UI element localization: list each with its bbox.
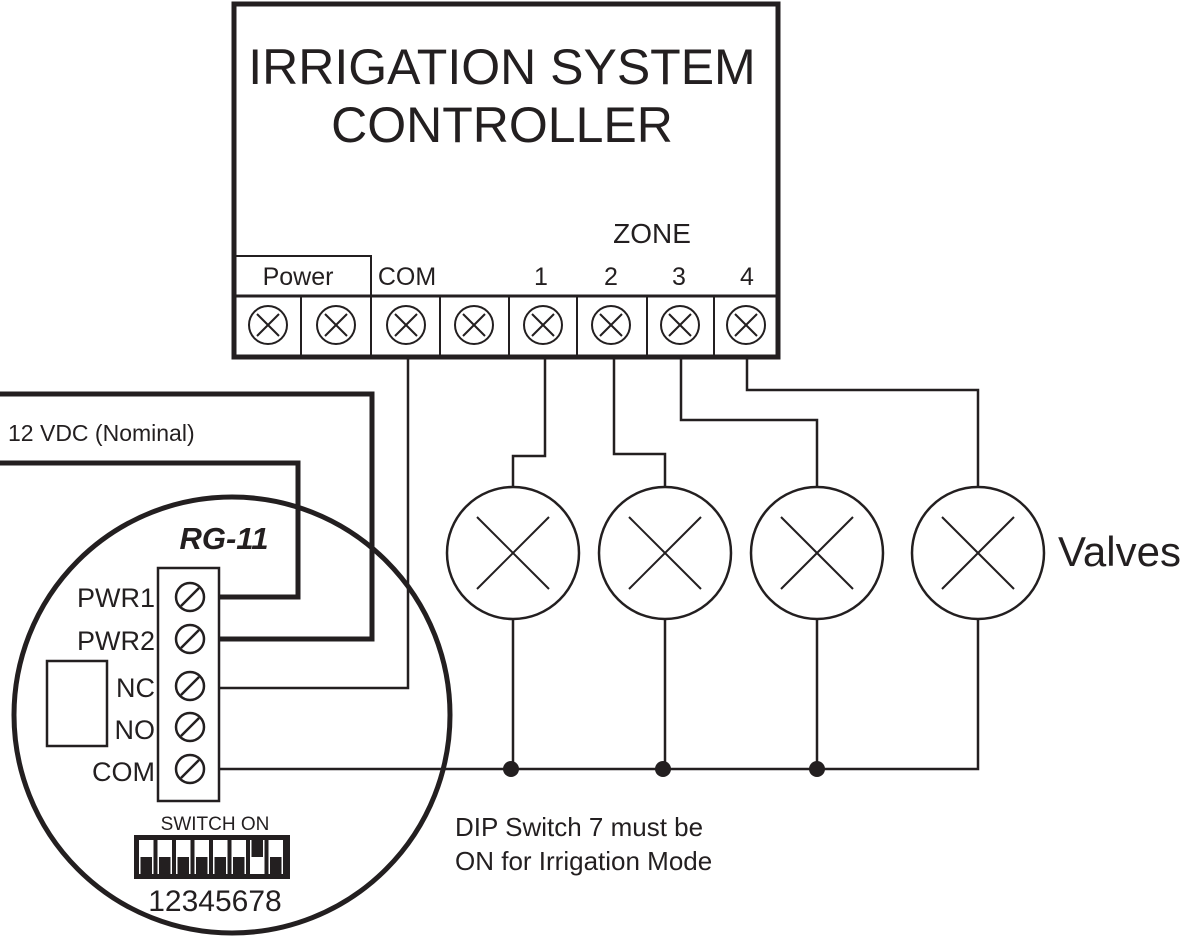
rg11-screw-terminal (174, 581, 206, 613)
zone-1-wire (511, 357, 547, 487)
rg11-screw-terminal (174, 711, 206, 743)
dip-switch-knob (196, 857, 208, 874)
controller-terminal-strip (300, 296, 715, 357)
com-to-nc-wire (219, 357, 410, 690)
switch-numbers: 12345678 (148, 885, 281, 918)
rg11-model-label: RG-11 (179, 521, 268, 556)
dip-switch-knob (251, 840, 263, 857)
power-wire-pwr2 (0, 391, 375, 642)
terminal-label-nc: NC (116, 673, 155, 703)
common-bus-wire (219, 619, 980, 771)
zone-number-4: 4 (740, 263, 754, 291)
valve-symbol (910, 485, 1046, 621)
controller-screw-terminal (248, 305, 288, 345)
controller-screw-terminal (726, 305, 766, 345)
controller-com-label: COM (378, 263, 436, 291)
rg11-screw-terminal (174, 670, 206, 702)
note-line-2: ON for Irrigation Mode (455, 846, 712, 876)
dip-switch-knob (233, 857, 245, 874)
junction-dot (503, 761, 519, 777)
rg11-screw-terminal (174, 623, 206, 655)
valve-symbol (597, 485, 733, 621)
controller-screw-terminal (454, 305, 494, 345)
dip-switch-knob (177, 857, 189, 874)
zone-3-wire (679, 357, 819, 487)
valve-symbol (749, 485, 885, 621)
zone-number-1: 1 (534, 263, 548, 291)
valves-label: Valves (1058, 528, 1181, 575)
relay-symbol (45, 659, 109, 748)
controller-screw-terminal (660, 305, 700, 345)
controller-screw-terminal (316, 305, 356, 345)
terminal-label-com: COM (92, 757, 155, 787)
junction-dot (655, 761, 671, 777)
controller-screw-terminal (523, 305, 563, 345)
dip-switch-knob (270, 857, 282, 874)
dip-switch-knob (214, 857, 226, 874)
dip-switch-knob (140, 857, 152, 874)
junction-dot (809, 761, 825, 777)
valve-symbol (445, 485, 581, 621)
controller-title-line2: CONTROLLER (331, 97, 673, 153)
controller-screw-terminal (386, 305, 426, 345)
power-wire-pwr1 (0, 460, 301, 600)
zone-4-wire (745, 357, 980, 487)
zone-2-wire (612, 357, 667, 487)
zone-label: ZONE (613, 218, 691, 249)
note-line-1: DIP Switch 7 must be (455, 812, 703, 842)
wiring (0, 357, 980, 777)
dip-switch-knob (159, 857, 171, 874)
terminal-label-no: NO (115, 715, 156, 745)
power-label: Power (263, 263, 334, 291)
controller-title-line1: IRRIGATION SYSTEM (248, 39, 755, 95)
zone-number-3: 3 (672, 263, 686, 291)
controller-screw-terminal (591, 305, 631, 345)
rg11-screw-terminal (174, 753, 206, 785)
terminal-label-pwr2: PWR2 (77, 626, 155, 656)
rg11-detail-circle (11, 494, 453, 936)
supply-label: 12 VDC (Nominal) (8, 420, 195, 446)
valves-group (445, 485, 1046, 621)
zone-number-2: 2 (604, 263, 618, 291)
terminal-label-pwr1: PWR1 (77, 583, 155, 613)
controller-box (231, 1, 781, 360)
dip-switch[interactable] (134, 835, 290, 879)
rg11-terminal-block (156, 566, 221, 803)
switch-on-label: SWITCH ON (161, 814, 270, 835)
